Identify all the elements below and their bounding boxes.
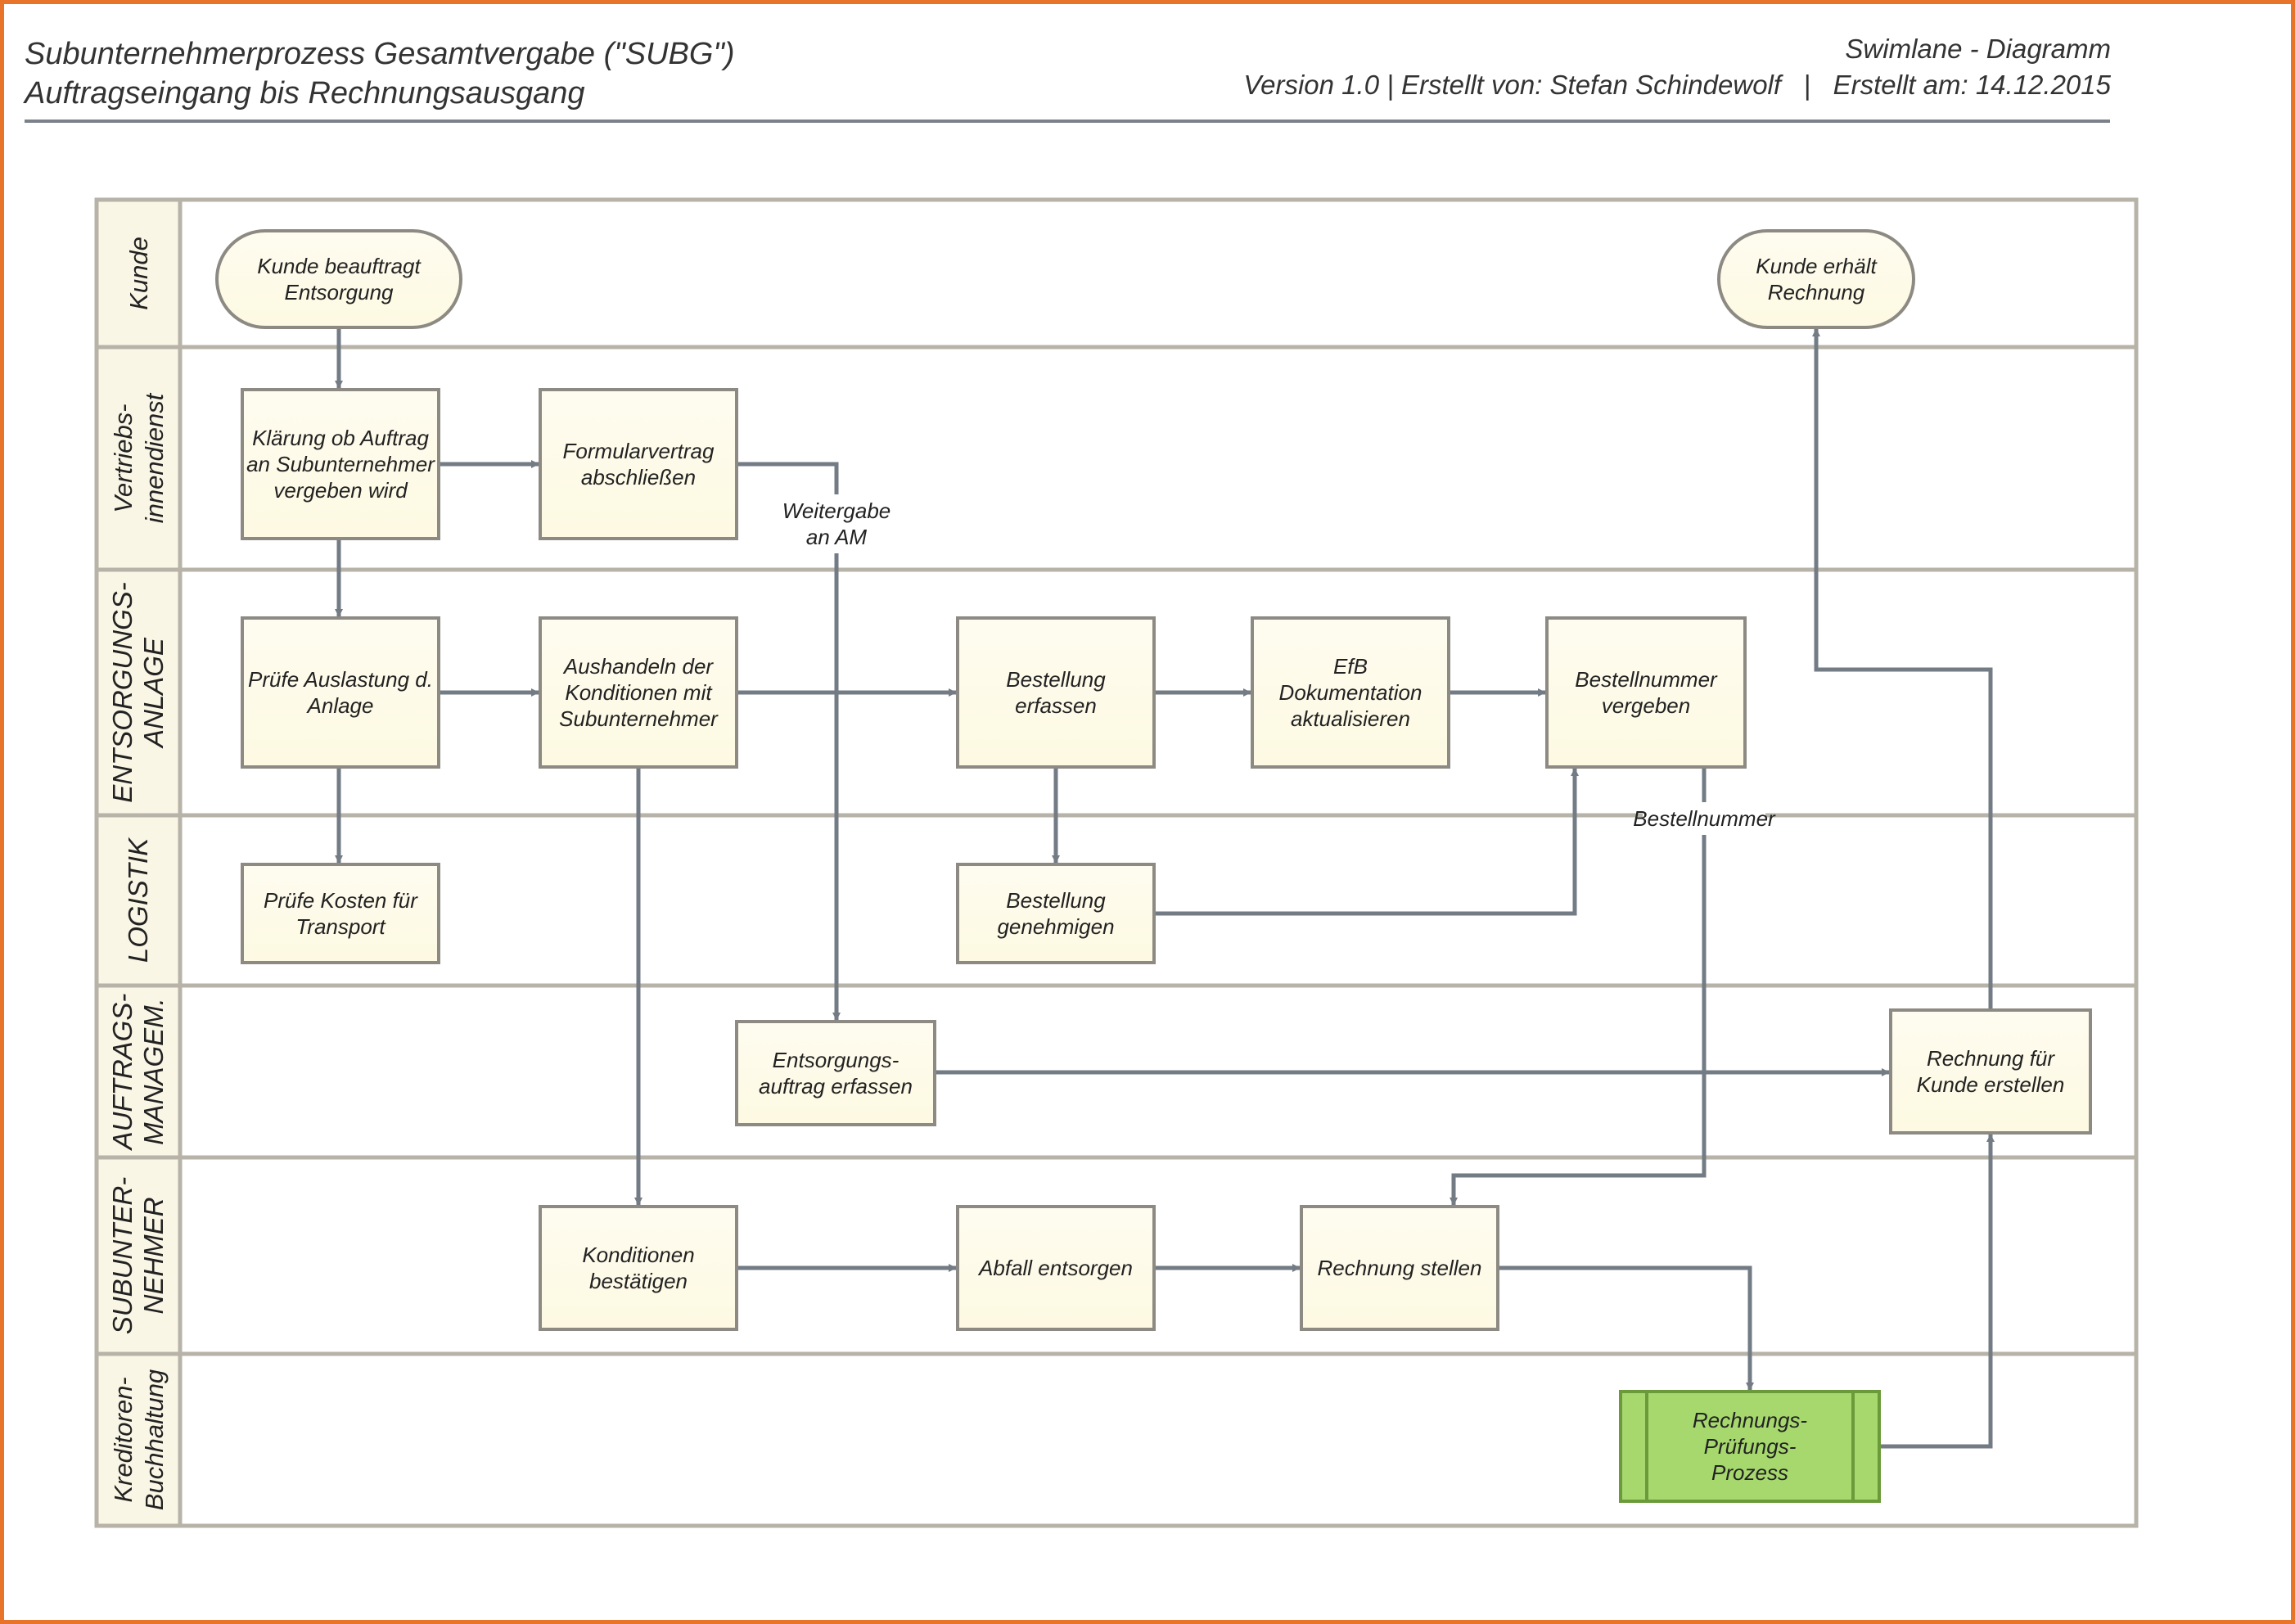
process-shape <box>241 388 440 540</box>
process-shape <box>1889 1008 2092 1135</box>
lane-label-vertrieb: Vertriebs-innendienst <box>109 392 169 523</box>
lane-label-subunternehmer: SUBUNTER-NEHMER <box>107 1177 169 1335</box>
lane-header-kreditoren <box>94 1351 183 1528</box>
node-label-entsorgungsauftrag: Entsorgungs-auftrag erfassen <box>759 1048 913 1098</box>
terminal-shape <box>1717 229 1915 329</box>
node-rechnungspruefung: Rechnungs-Prüfungs-Prozess <box>1619 1390 1881 1503</box>
subprocess-shape <box>1619 1390 1881 1503</box>
diagram-type-label: Swimlane - Diagramm <box>1845 34 2111 64</box>
arrow-bestellung-genehmigen-to-bestellnummer-vergeben <box>1154 768 1579 916</box>
node-label-rechnungspruefung: Rechnungs-Prüfungs-Prozess <box>1693 1408 1808 1485</box>
edge-label-bestellnummer-vergeben: Bestellnummer <box>1633 806 1776 831</box>
lane-header-vertrieb <box>94 345 183 572</box>
title-line-1: Subunternehmerprozess Gesamtvergabe ("SU… <box>25 37 735 71</box>
arrow-rechnungspruefung-to-rechnung-kunde <box>1879 1134 1995 1449</box>
process-shape <box>539 616 738 769</box>
node-rechnung-stellen: Rechnung stellen <box>1300 1205 1499 1331</box>
process-shape <box>956 863 1156 964</box>
process-shape <box>539 1205 738 1331</box>
node-label-rechnung-stellen: Rechnung stellen <box>1318 1256 1482 1280</box>
lane-label-kunde: Kunde <box>124 237 153 310</box>
node-label-pruefe-auslastung: Prüfe Auslastung d.Anlage <box>248 667 433 718</box>
process-shape <box>1545 616 1747 769</box>
arrow-rechnung-stellen-to-rechnungspruefung <box>1498 1265 1754 1391</box>
process-shape <box>539 388 738 540</box>
node-label-abfall-entsorgen: Abfall entsorgen <box>977 1256 1133 1280</box>
edge-label-bg <box>1643 802 1765 835</box>
arrow-rechnung-kunde-to-kunde-erhaelt <box>1812 328 1993 1010</box>
diagram-title: Subunternehmerprozess Gesamtvergabe ("SU… <box>25 34 735 113</box>
lane-label-logistik: LOGISTIK <box>123 837 153 963</box>
process-shape <box>1300 1205 1499 1331</box>
process-shape <box>956 616 1156 769</box>
node-abfall-entsorgen: Abfall entsorgen <box>956 1205 1156 1331</box>
lane-label-anlage: ENTSORGUNGS-ANLAGE <box>107 582 169 803</box>
lane-header-logistik <box>94 813 183 988</box>
lane-label-auftrag: AUFTRAGS-MANAGEM. <box>107 994 169 1152</box>
process-shape <box>1251 616 1450 769</box>
process-shape <box>956 1205 1156 1331</box>
version-author-date: Version 1.0 | Erstellt von: Stefan Schin… <box>1243 70 2111 100</box>
arrow-formularvertrag-to-entsorgungsauftrag <box>737 462 841 1021</box>
node-entsorgungsauftrag: Entsorgungs-auftrag erfassen <box>735 1020 936 1126</box>
lane-header-anlage <box>94 567 183 818</box>
process-shape <box>735 1020 936 1126</box>
process-shape <box>241 616 440 769</box>
lane-header-subunternehmer <box>94 1155 183 1356</box>
lane-label-kreditoren: Kreditoren-Buchhaltung <box>109 1369 169 1510</box>
edge-label-bg <box>775 494 898 553</box>
header-divider <box>25 120 2110 123</box>
arrow-bestellnummer-vergeben-to-rechnung-stellen <box>1450 767 1707 1206</box>
lane-header-auftrag <box>94 983 183 1160</box>
diagram-meta: Swimlane - Diagramm Version 1.0 | Erstel… <box>1243 31 2111 103</box>
terminal-shape <box>215 229 462 329</box>
node-pruefe-auslastung: Prüfe Auslastung d.Anlage <box>241 616 440 769</box>
title-line-2: Auftragseingang bis Rechnungsausgang <box>25 76 585 111</box>
process-shape <box>241 863 440 964</box>
